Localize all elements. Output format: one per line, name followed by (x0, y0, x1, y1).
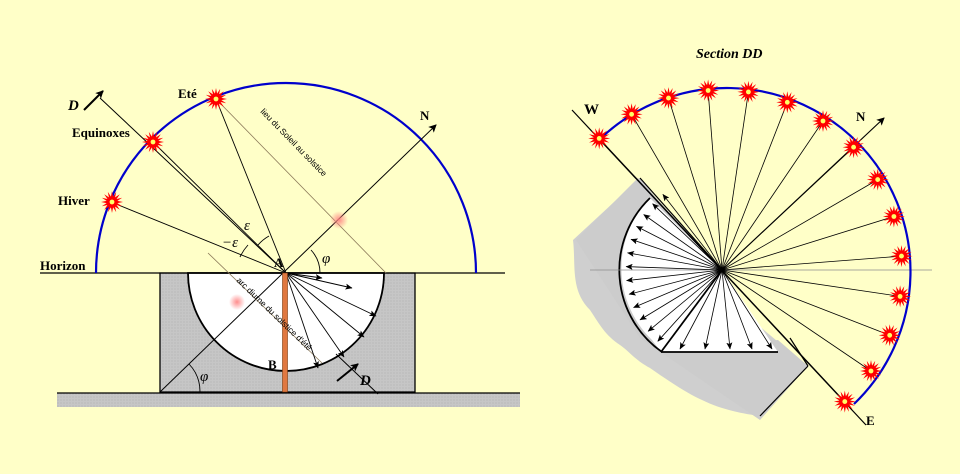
sun-position-icon (860, 360, 882, 382)
sun-position-icon (833, 390, 856, 413)
sun-ete-icon (205, 88, 227, 110)
shadow-ray (721, 269, 753, 350)
shadow-ray (625, 263, 723, 271)
sun-position-icon (776, 91, 799, 114)
sun-ray (707, 90, 723, 271)
sun-ray (721, 216, 895, 271)
shadow-ray (639, 269, 723, 321)
label-phi-lower: φ (200, 369, 208, 385)
shadow-ray (628, 269, 723, 296)
sun-position-icon (620, 103, 643, 126)
epsilon-arc-lower (239, 244, 249, 258)
sun-ray (721, 269, 872, 372)
shadow-ray (652, 203, 723, 271)
label-equinoxes: Equinoxes (72, 125, 130, 140)
sun-ray (668, 97, 723, 271)
shadow-ray (636, 226, 723, 271)
summer-ray (215, 98, 287, 274)
sun-position-icon (842, 136, 865, 159)
block-edge-top (639, 177, 723, 271)
label-d-bottom: D (359, 373, 371, 389)
celestial-arc (94, 81, 478, 274)
sun-position-icon (657, 87, 680, 110)
sun-ray (721, 179, 878, 271)
epsilon-arc-upper (257, 235, 270, 246)
inner-shadow-rays (625, 194, 773, 350)
sun-position-icon (737, 80, 760, 103)
label-n-left: N (420, 108, 430, 123)
sun-position-icon (889, 285, 912, 308)
bowl-arc (618, 197, 663, 353)
d-line-bottom (335, 353, 379, 395)
sun-position-icon (697, 79, 720, 102)
label-epsilon-upper: ε (244, 218, 250, 234)
shadow-ray (630, 238, 723, 271)
sun-ray (721, 269, 901, 297)
sun-ray (721, 269, 890, 336)
winter-ray (110, 201, 287, 274)
shadow-ray (647, 269, 723, 332)
right-sun-positions (588, 79, 913, 413)
sun-ray (721, 146, 854, 271)
shadow-ray (721, 269, 773, 350)
phi-arc-lower (188, 363, 201, 393)
label-b: B (268, 357, 277, 372)
sun-position-icon (878, 324, 901, 347)
diurnal-rays (285, 272, 377, 369)
sun-position-icon (882, 205, 905, 228)
sun-ray (721, 120, 824, 271)
shadow-ray (679, 269, 723, 350)
sun-ray (721, 102, 788, 271)
label-e: E (866, 413, 875, 428)
shadow-ray (662, 194, 723, 271)
left-sundial-section: D Eté Equinoxes Hiver Horizon N A B D ε … (40, 81, 520, 407)
summer-arc-glow (229, 294, 245, 310)
d-arrow-bottom (336, 363, 359, 382)
label-sun-locus: lieu du Soleil au solstice (259, 106, 330, 178)
shadow-ray (657, 269, 723, 342)
shadow-ray (633, 269, 723, 308)
label-phi-upper: φ (322, 251, 330, 267)
sun-ray (631, 114, 723, 271)
d-arrow-top (83, 90, 104, 111)
ground (57, 393, 520, 407)
sun-ray (721, 255, 902, 271)
sun-position-icon (588, 127, 611, 150)
shadow-ray (627, 251, 723, 271)
shadow-ray (626, 269, 723, 283)
label-d-top: D (67, 98, 79, 114)
sun-hiver-icon (101, 191, 123, 213)
bowl-side (660, 269, 723, 353)
sun-position-icon (866, 168, 889, 191)
sun-equinoxes-icon (142, 131, 164, 153)
summer-arc-line (207, 252, 323, 364)
label-horizon: Horizon (40, 258, 86, 273)
right-section-dd: Section DD W N E (571, 47, 932, 428)
sun-ray (598, 138, 723, 271)
phi-arc-upper (310, 249, 321, 274)
sun-locus-line (215, 98, 387, 274)
equinox-ray (152, 141, 287, 274)
shadow-ray (643, 214, 723, 271)
sun-ray (721, 91, 749, 271)
shadow-ray (721, 269, 733, 350)
label-a: A (274, 255, 284, 270)
sun-position-icon (890, 245, 913, 268)
label-epsilon-lower: −ε (222, 235, 238, 251)
label-n-right: N (856, 109, 866, 124)
sun-rays (598, 90, 902, 402)
label-hiver: Hiver (58, 193, 90, 208)
gnomon (282, 272, 288, 393)
block-edge-bottom (759, 365, 809, 417)
dd-section-line (99, 97, 287, 274)
earth-axis (159, 124, 437, 393)
sun-locus-glow (330, 211, 348, 229)
label-w: W (584, 102, 599, 118)
sun-ray (721, 269, 846, 402)
shadow-ray (703, 269, 723, 350)
section-title: Section DD (696, 47, 763, 62)
label-ete: Eté (178, 86, 197, 101)
sun-position-icon (812, 110, 834, 132)
